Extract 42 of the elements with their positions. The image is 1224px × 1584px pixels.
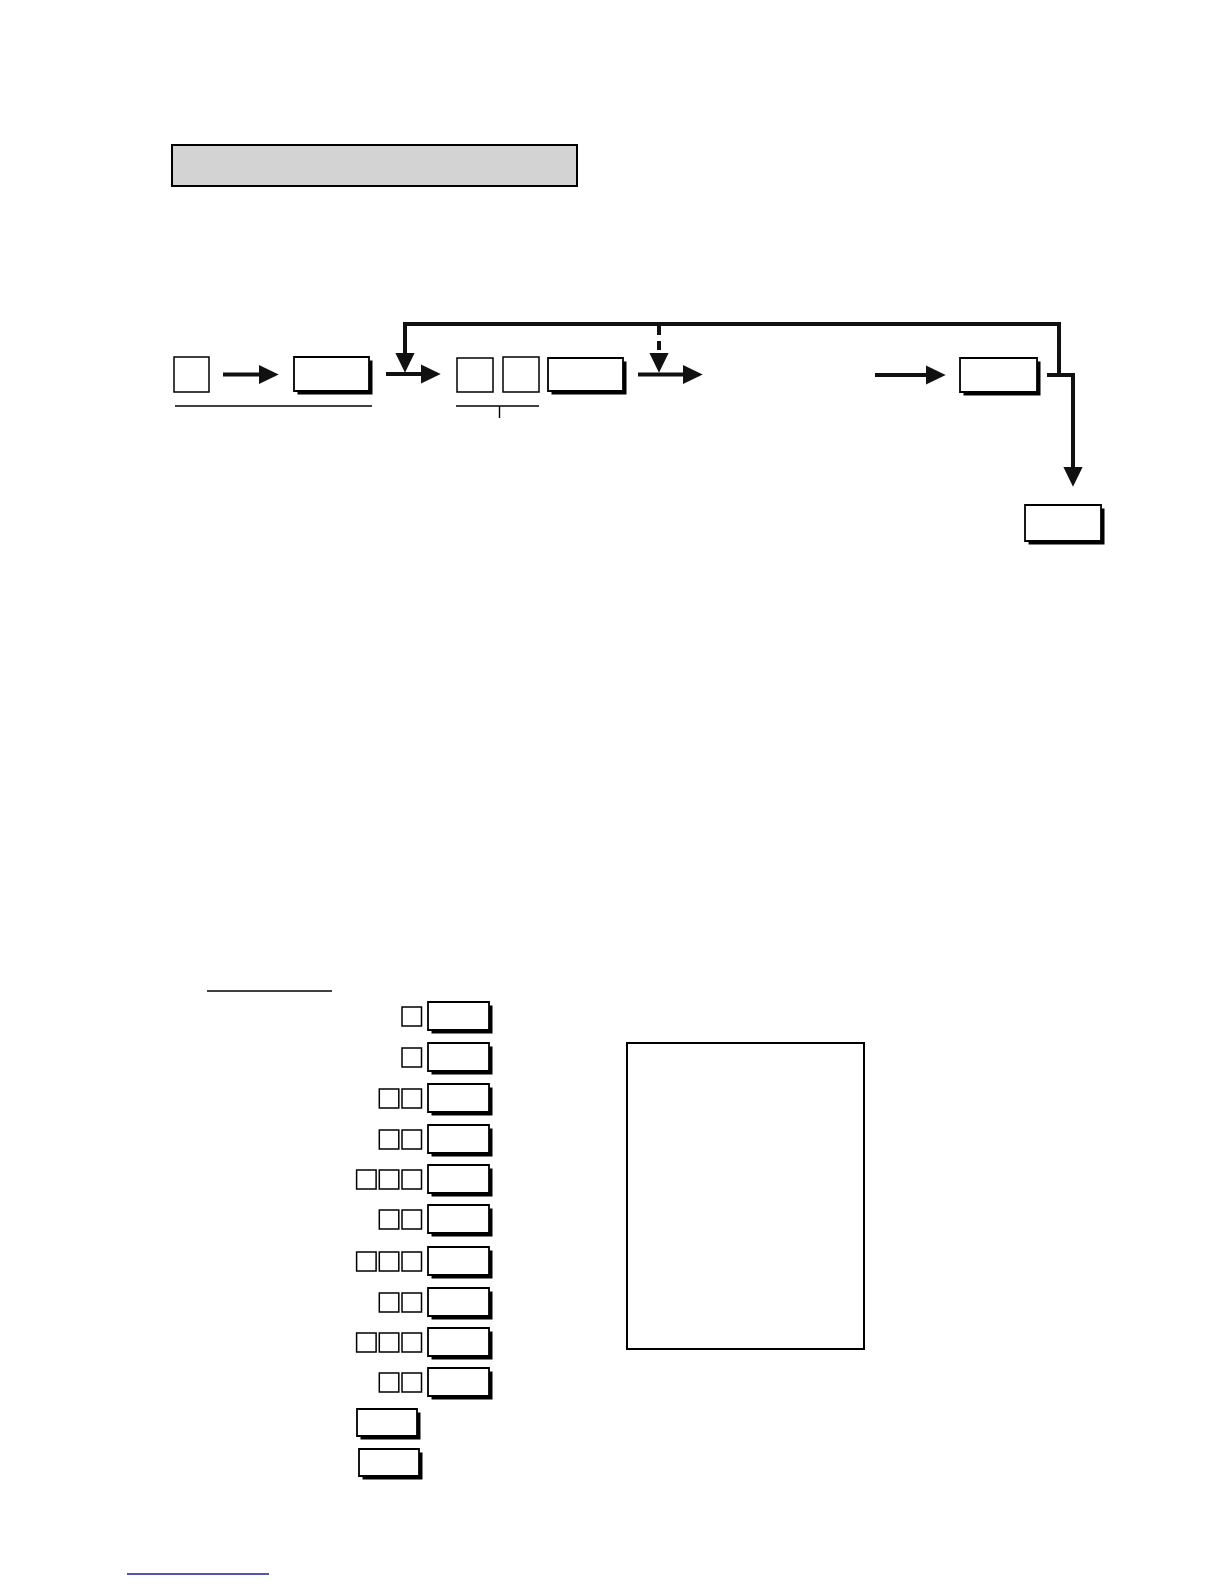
key-box — [427, 1001, 493, 1034]
empty-frame — [626, 1042, 865, 1350]
title-bar — [171, 144, 578, 187]
key-box — [427, 1246, 493, 1279]
key-box — [401, 1088, 423, 1109]
key-box — [173, 356, 210, 393]
key-box — [502, 356, 540, 393]
key-box — [456, 357, 494, 393]
key-box — [401, 1372, 423, 1393]
key-box — [378, 1372, 400, 1393]
key-box — [378, 1292, 400, 1313]
key-box — [401, 1251, 423, 1272]
key-box — [427, 1204, 493, 1237]
key-box — [358, 1448, 423, 1480]
key-box — [427, 1164, 493, 1197]
key-box — [378, 1088, 400, 1109]
key-box — [378, 1251, 400, 1272]
key-box — [401, 1169, 423, 1190]
key-box — [427, 1327, 493, 1360]
key-box — [959, 357, 1041, 396]
key-box — [427, 1083, 493, 1116]
key-box — [355, 1169, 377, 1190]
key-box — [293, 356, 373, 395]
key-box — [401, 1292, 423, 1313]
key-box — [356, 1408, 421, 1440]
key-box — [401, 1209, 423, 1230]
key-box — [427, 1287, 493, 1320]
key-box — [401, 1129, 423, 1150]
key-box — [378, 1169, 400, 1190]
key-box — [1024, 504, 1105, 545]
key-box — [355, 1251, 377, 1272]
key-box — [427, 1124, 493, 1157]
key-box — [427, 1042, 493, 1075]
key-box — [355, 1332, 377, 1353]
key-box — [378, 1209, 400, 1230]
key-box — [378, 1332, 400, 1353]
key-box — [427, 1367, 493, 1400]
key-box — [378, 1129, 400, 1150]
key-box — [401, 1047, 423, 1068]
key-box — [547, 357, 627, 395]
key-box — [401, 1006, 423, 1027]
key-box — [401, 1332, 423, 1353]
